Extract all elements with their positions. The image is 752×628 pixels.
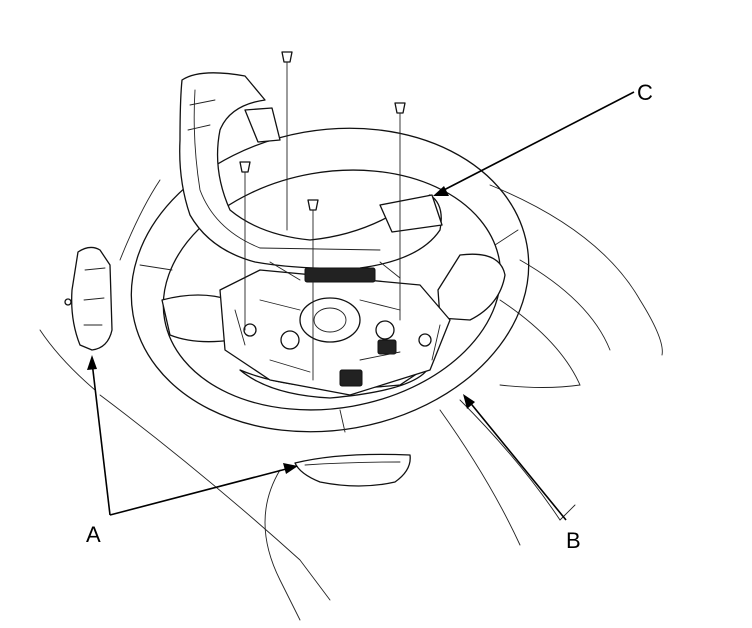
screw-1 xyxy=(281,51,293,231)
screw-3 xyxy=(239,161,251,331)
screw-2 xyxy=(394,102,406,321)
callout-label-a: A xyxy=(86,522,101,547)
arrow-c xyxy=(439,91,635,193)
background-outlines xyxy=(39,179,663,621)
arrow-b xyxy=(467,399,567,521)
lower-trim-cover xyxy=(294,453,411,487)
wheel-spokes xyxy=(161,253,506,399)
arrow-a-left xyxy=(91,361,111,516)
side-trim-cover-left xyxy=(64,246,113,351)
screw-4 xyxy=(307,199,319,381)
screws xyxy=(239,51,406,381)
steering-wheel-rim xyxy=(130,127,530,433)
hub-mechanism xyxy=(219,269,451,396)
arrow-a-bottom xyxy=(109,467,291,516)
callout-label-b: B xyxy=(566,528,581,553)
upper-cover xyxy=(179,72,443,283)
callout-arrows xyxy=(87,91,635,521)
callout-label-c: C xyxy=(637,80,653,105)
